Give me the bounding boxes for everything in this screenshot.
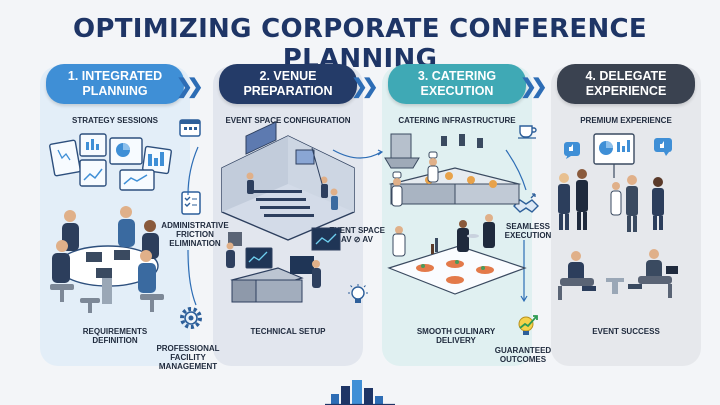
- stage-2-bottom-caption: TECHNICAL SETUP: [250, 327, 326, 336]
- chevron-right-icon: ❯❯: [351, 76, 378, 98]
- stage-2-illustration: [221, 121, 355, 303]
- calendar-icon: [179, 119, 201, 137]
- coffee-cup-icon: [518, 125, 537, 139]
- stage-1-header: 1. INTEGRATED PLANNING: [46, 64, 184, 104]
- page-title: OPTIMIZING CORPORATE CONFERENCE PLANNING: [73, 14, 647, 74]
- connector-caption-seamless: SEAMLESS EXECUTION: [504, 222, 552, 240]
- connector-caption-facility: PROFESSIONAL FACILITY MANAGEMENT: [156, 344, 220, 371]
- stage-4-top-caption: PREMIUM EXPERIENCE: [580, 116, 672, 125]
- lightbulb-icon: [348, 284, 368, 303]
- stage-3-bottom-caption: SMOOTH CULINARY DELIVERY: [416, 327, 496, 345]
- stage-4-header: 4. DELEGATE EXPERIENCE: [557, 64, 695, 104]
- growth-bulb-icon: [518, 315, 538, 335]
- connector-caption-av: EVENT SPACE AV ⊘ AV: [329, 226, 385, 244]
- stage-1-bottom-caption: REQUIREMENTS DEFINITION: [82, 327, 148, 345]
- chevron-right-icon: ❯❯: [520, 76, 547, 98]
- gear-icon: [180, 307, 202, 329]
- stage-1-illustration: [49, 133, 172, 313]
- checklist-icon: [181, 191, 201, 215]
- stage-3-illustration: [384, 133, 527, 295]
- stage-3-header: 3. CATERING EXECUTION: [388, 64, 526, 104]
- stage-4-illustration: [558, 133, 678, 300]
- stage-2-top-caption: EVENT SPACE CONFIGURATION: [225, 116, 351, 125]
- connector-caption-outcomes: GUARANTEED OUTCOMES: [494, 346, 552, 364]
- stage-3-panel: [382, 66, 532, 366]
- stage-4-bottom-caption: EVENT SUCCESS: [592, 327, 660, 336]
- connector-caption-friction: ADMINISTRATIVE FRICTION ELIMINATION: [161, 221, 229, 248]
- stage-1-top-caption: STRATEGY SESSIONS: [72, 116, 158, 125]
- stage-4-panel: [551, 66, 701, 366]
- skyline-logo: [325, 380, 395, 405]
- stage-2-header: 2. VENUE PREPARATION: [219, 64, 357, 104]
- handshake-icon: [513, 193, 539, 213]
- chevron-right-icon: ❯❯: [176, 76, 203, 98]
- stage-3-top-caption: CATERING INFRASTRUCTURE: [398, 116, 516, 125]
